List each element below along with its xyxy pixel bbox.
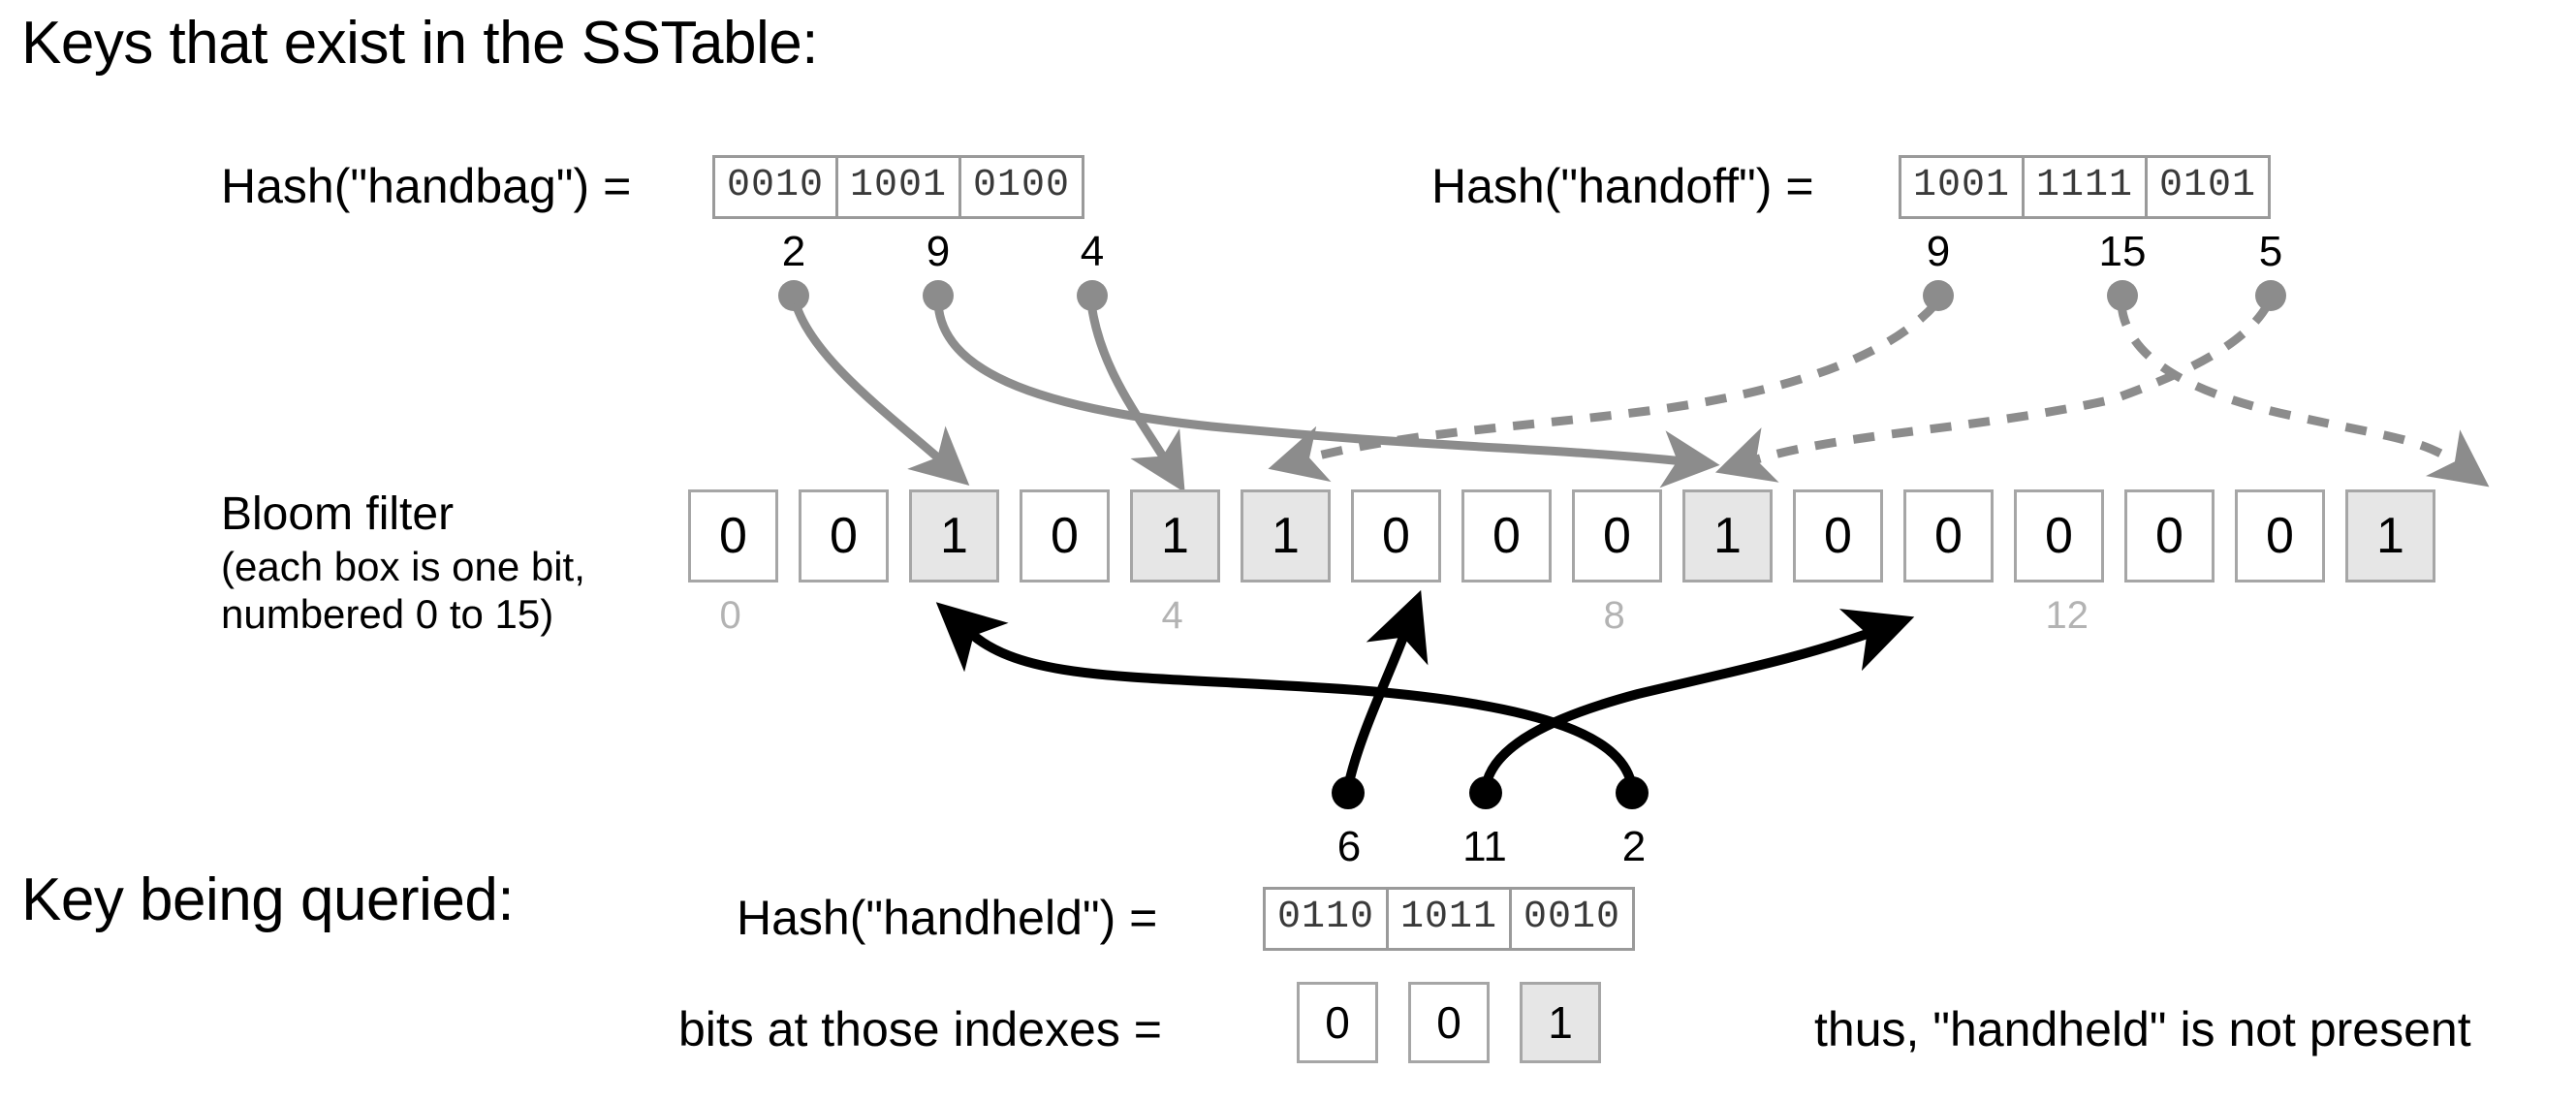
hash-chunk: 1111: [2025, 158, 2149, 216]
hash-index-label: 15: [2098, 228, 2147, 275]
arrow-handoff-9: [1268, 280, 1954, 483]
bloom-filter-caption-line3: numbered 0 to 15): [221, 591, 554, 638]
arrow-query-6: [1332, 589, 1429, 809]
arrow-handoff-15: [2107, 280, 2490, 488]
bit-box-3: 0: [1020, 489, 1110, 582]
bit-box-10: 0: [1793, 489, 1883, 582]
result-bit-box-0: 0: [1297, 982, 1378, 1063]
bit-box-11: 0: [1903, 489, 1994, 582]
hash-box-handheld: 0110 1011 0010: [1263, 887, 1636, 951]
bit-tick-12: 12: [2045, 594, 2089, 637]
arrow-handoff-5: [1714, 280, 2286, 483]
bloom-filter-caption: Bloom filter (each box is one bit, numbe…: [221, 488, 585, 639]
query-index-label: 11: [1462, 823, 1507, 870]
hash-chunk: 0101: [2159, 164, 2257, 207]
arrow-query-2: [935, 602, 1649, 809]
bit-box-9: 1: [1682, 489, 1773, 582]
bit-box-2: 1: [909, 489, 999, 582]
arrow-handbag-4: [1077, 280, 1185, 493]
hash-box-handoff: 1001 1111 0101: [1899, 155, 2272, 219]
hash-label-handheld: Hash("handheld") =: [737, 891, 1158, 945]
arrow-handbag-9: [923, 280, 1720, 488]
query-index-label: 6: [1336, 823, 1362, 870]
hash-chunk: 0010: [715, 158, 839, 216]
hash-chunk: 0010: [1524, 896, 1621, 939]
bit-tick-0: 0: [719, 594, 741, 637]
hash-chunk: 1001: [838, 158, 962, 216]
bit-box-14: 0: [2235, 489, 2325, 582]
hash-index-label: 9: [926, 228, 951, 275]
bit-box-13: 0: [2124, 489, 2215, 582]
queried-key-heading: Key being queried:: [21, 866, 515, 933]
bloom-filter-caption-line1: Bloom filter: [221, 488, 455, 540]
hash-index-label: 5: [2258, 228, 2283, 275]
hash-label-handbag: Hash("handbag") =: [221, 159, 632, 213]
hash-index-label: 2: [781, 228, 806, 275]
hash-chunk: 0100: [973, 164, 1071, 207]
arrow-query-11: [1469, 609, 1915, 809]
hash-label-handoff: Hash("handoff") =: [1431, 159, 1814, 213]
hash-box-handbag: 0010 1001 0100: [712, 155, 1085, 219]
arrow-handbag-2: [778, 280, 970, 487]
result-bit-box-1: 0: [1408, 982, 1490, 1063]
hash-chunk: 1001: [1901, 158, 2026, 216]
bit-box-1: 0: [799, 489, 889, 582]
hash-index-label: 4: [1080, 228, 1105, 275]
bit-tick-4: 4: [1161, 594, 1183, 637]
hash-chunk: 0110: [1266, 890, 1390, 948]
query-index-label: 2: [1621, 823, 1647, 870]
hash-index-label: 9: [1926, 228, 1951, 275]
bit-box-15: 1: [2345, 489, 2435, 582]
result-bit-box-2: 1: [1520, 982, 1601, 1063]
bloom-filter-caption-line2: (each box is one bit,: [221, 543, 585, 589]
bit-tick-8: 8: [1603, 594, 1625, 637]
bit-box-0: 0: [688, 489, 778, 582]
bit-box-6: 0: [1351, 489, 1441, 582]
bit-box-7: 0: [1461, 489, 1552, 582]
bit-box-12: 0: [2014, 489, 2104, 582]
hash-chunk: 1011: [1389, 890, 1513, 948]
existing-keys-heading: Keys that exist in the SSTable:: [21, 10, 818, 77]
bit-box-5: 1: [1241, 489, 1331, 582]
result-label: bits at those indexes =: [678, 1002, 1162, 1056]
bit-box-8: 0: [1572, 489, 1662, 582]
bit-box-4: 1: [1130, 489, 1220, 582]
result-conclusion: thus, "handheld" is not present: [1814, 1002, 2471, 1056]
